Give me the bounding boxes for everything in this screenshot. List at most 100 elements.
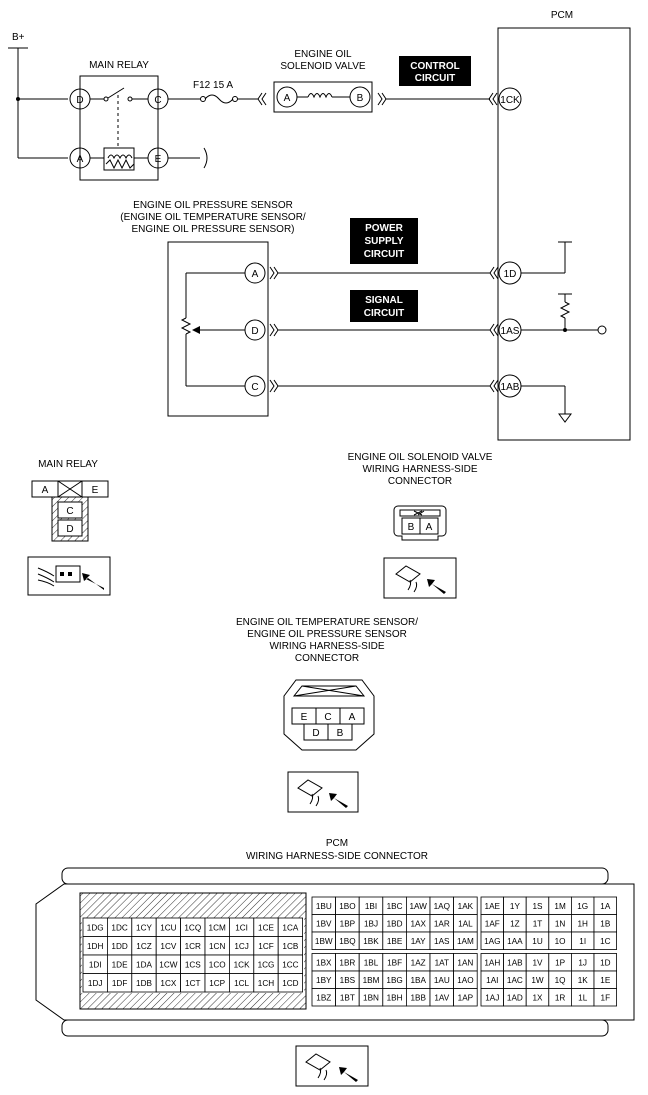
pcm-pin-label: 1CP (209, 979, 225, 988)
pcm-pin-label: 1CV (160, 942, 176, 951)
pcm-pin-label: 1CB (282, 942, 298, 951)
pcm-pin-label: 1AZ (411, 958, 426, 967)
pcm-pin-label: 1BS (340, 976, 356, 985)
pcm-pin-label: 1BF (387, 958, 402, 967)
sensor-conn-pin-b: B (337, 728, 344, 739)
pcm-left-cavity (277, 973, 304, 993)
valve-pin-b: B (349, 86, 371, 108)
svg-text:C: C (251, 382, 258, 393)
relay-conn-pin-c: C (66, 506, 73, 517)
svg-text:POWER: POWER (365, 223, 404, 234)
pcm-pin-label: 1F (601, 993, 611, 1002)
valve-connector-title-line1: ENGINE OIL SOLENOID VALVE (348, 452, 493, 463)
svg-text:1CK: 1CK (500, 95, 520, 106)
pcm-pin-label: 1U (532, 937, 543, 946)
svg-text:CIRCUIT: CIRCUIT (415, 73, 456, 84)
pcm-pin-label: 1G (577, 902, 588, 911)
main-relay-connector: A E C D (31, 480, 109, 542)
pcm-view-direction-icon (295, 1045, 369, 1087)
pcm-pin-label: 1W (531, 976, 544, 985)
pcm-pin-label: 1CK (234, 960, 250, 969)
svg-text:A: A (77, 154, 84, 165)
pcm-pin-label: 1AD (507, 993, 523, 1002)
sensor-title-line1: ENGINE OIL PRESSURE SENSOR (133, 200, 293, 211)
pcm-pin-label: 1AA (507, 937, 523, 946)
pcm-pin-label: 1BW (315, 937, 333, 946)
pcm-pin-label: 1BV (316, 919, 332, 928)
pcm-pin-label: 1DA (136, 960, 152, 969)
pcm-pin-label: 1AE (485, 902, 501, 911)
signal-circuit-badge (350, 290, 418, 322)
pcm-pin-label: 1AP (458, 993, 474, 1002)
pcm-pin-label: 1CY (136, 923, 152, 932)
pcm-pin-label: 1Q (555, 976, 566, 985)
pcm-pin-label: 1CF (258, 942, 273, 951)
pcm-pin-label: 1BB (410, 993, 426, 1002)
pcm-pin-label: 1BC (387, 902, 403, 911)
relay-conn-pin-a: A (42, 485, 49, 496)
pcm-pin-label: 1BI (365, 902, 377, 911)
svg-text:CONTROL: CONTROL (410, 61, 459, 72)
pcm-pin-label: 1AO (457, 976, 473, 985)
pcm-pin-label: 1CG (258, 960, 275, 969)
pcm-connector-title-line2: WIRING HARNESS-SIDE CONNECTOR (246, 851, 428, 862)
pcm-pin-label: 1AB (507, 958, 523, 967)
pcm-pin-label: 1DH (87, 942, 103, 951)
pcm-pin-label: 1E (600, 976, 611, 985)
sensor-pin-d: D (244, 319, 266, 341)
pcm-pin-label: 1BP (340, 919, 356, 928)
svg-text:B: B (357, 93, 364, 104)
pcm-pin-label: 1AH (484, 958, 500, 967)
svg-text:CIRCUIT: CIRCUIT (364, 249, 405, 260)
pcm-pin-label: 1DG (87, 923, 104, 932)
pcm-pin-label: 1B (600, 919, 611, 928)
pcm-pin-label: 1AG (484, 937, 500, 946)
pcm-pin-label: 1K (578, 976, 589, 985)
pcm-pin-label: 1BR (339, 958, 355, 967)
pcm-pin-label: 1DB (136, 979, 152, 988)
pcm-pin-label: 1N (555, 919, 566, 928)
pcm-pin-label: 1BU (316, 902, 332, 911)
sensor-connector-title-line3: WIRING HARNESS-SIDE (269, 641, 384, 652)
pcm-pin-label: 1AV (434, 993, 449, 1002)
pcm-pin-label: 1DI (89, 960, 102, 969)
pcm-pin-label: 1L (578, 993, 588, 1002)
valve-view-direction-icon (383, 557, 457, 599)
pcm-pin-label: 1BA (410, 976, 426, 985)
pcm-pin-label: 1AM (457, 937, 474, 946)
pcm-pin-label: 1AK (458, 902, 474, 911)
pcm-pin-label: 1BZ (316, 993, 331, 1002)
svg-text:A: A (252, 269, 259, 280)
pcm-pin-label: 1M (554, 902, 566, 911)
pcm-pin-label: 1AS (434, 937, 450, 946)
relay-conn-pin-d: D (66, 524, 73, 535)
valve-title-line2: SOLENOID VALVE (280, 61, 366, 72)
pcm-right-cavity (593, 988, 618, 1007)
svg-text:SUPPLY: SUPPLY (364, 236, 403, 247)
pcm-pin-label: 1AQ (434, 902, 450, 911)
pcm-pin-label: 1BN (363, 993, 379, 1002)
pcm-pin-label: 1BX (316, 958, 332, 967)
sensor-connector-title-line2: ENGINE OIL PRESSURE SENSOR (247, 629, 407, 640)
pcm-pin-label: 1CO (209, 960, 226, 969)
pcm-pin-label: 1DC (111, 923, 127, 932)
pcm-mid-cavity (453, 988, 478, 1007)
pcm-pin-label: 1BH (387, 993, 403, 1002)
pcm-pin-label: 1CL (234, 979, 249, 988)
pcm-pin-label: 1BE (387, 937, 403, 946)
sensor-pin-a: A (244, 262, 266, 284)
pcm-pin-label: 1BD (387, 919, 403, 928)
pcm-title: PCM (551, 10, 573, 21)
valve-connector: B A (393, 505, 447, 541)
pcm-pin-label: 1DD (111, 942, 127, 951)
pcm-pin-label: 1AR (434, 919, 450, 928)
pcm-pin-label: 1CR (185, 942, 201, 951)
pcm-pin-label: 1CD (282, 979, 298, 988)
pcm-pin-label: 1AY (411, 937, 426, 946)
pcm-pin-label: 1T (533, 919, 543, 928)
pcm-pin-label: 1BG (386, 976, 402, 985)
pcm-pin-label: 1R (555, 993, 566, 1002)
pcm-pin-label: 1CX (160, 979, 176, 988)
